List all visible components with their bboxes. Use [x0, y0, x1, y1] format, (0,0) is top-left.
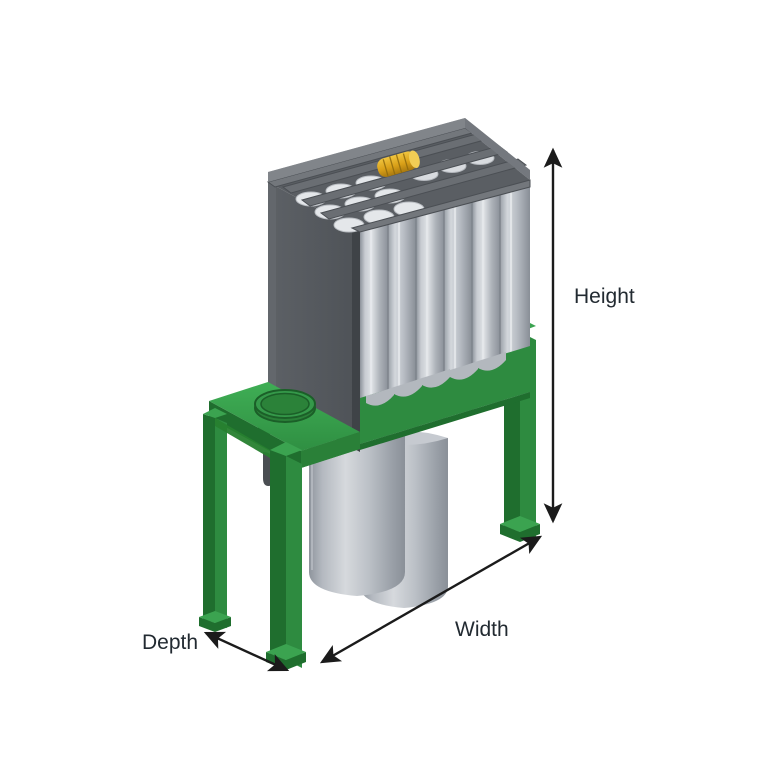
top-frame-lip — [268, 118, 530, 182]
width-arrow — [319, 535, 543, 664]
support-cross-brace — [215, 418, 270, 458]
support-beam-right — [360, 346, 530, 450]
support-leg-front-center — [266, 442, 306, 670]
support-beam-front — [301, 432, 360, 468]
width-label: Width — [455, 618, 509, 641]
top-long-rails — [266, 127, 531, 233]
depth-arrow — [203, 631, 290, 672]
dimension-width: Width — [319, 535, 543, 664]
height-label: Height — [574, 285, 635, 308]
support-leg-front-left — [199, 408, 231, 632]
inlet-port-flange — [254, 389, 316, 423]
pulse-valve — [377, 150, 420, 177]
open-top-access-frame — [266, 118, 531, 233]
housing-front-face — [268, 182, 360, 444]
depth-label: Depth — [142, 631, 198, 654]
dimension-depth: Depth — [142, 631, 290, 672]
cylindrical-filter-bank — [360, 180, 530, 444]
dimension-height: Height — [543, 147, 635, 524]
